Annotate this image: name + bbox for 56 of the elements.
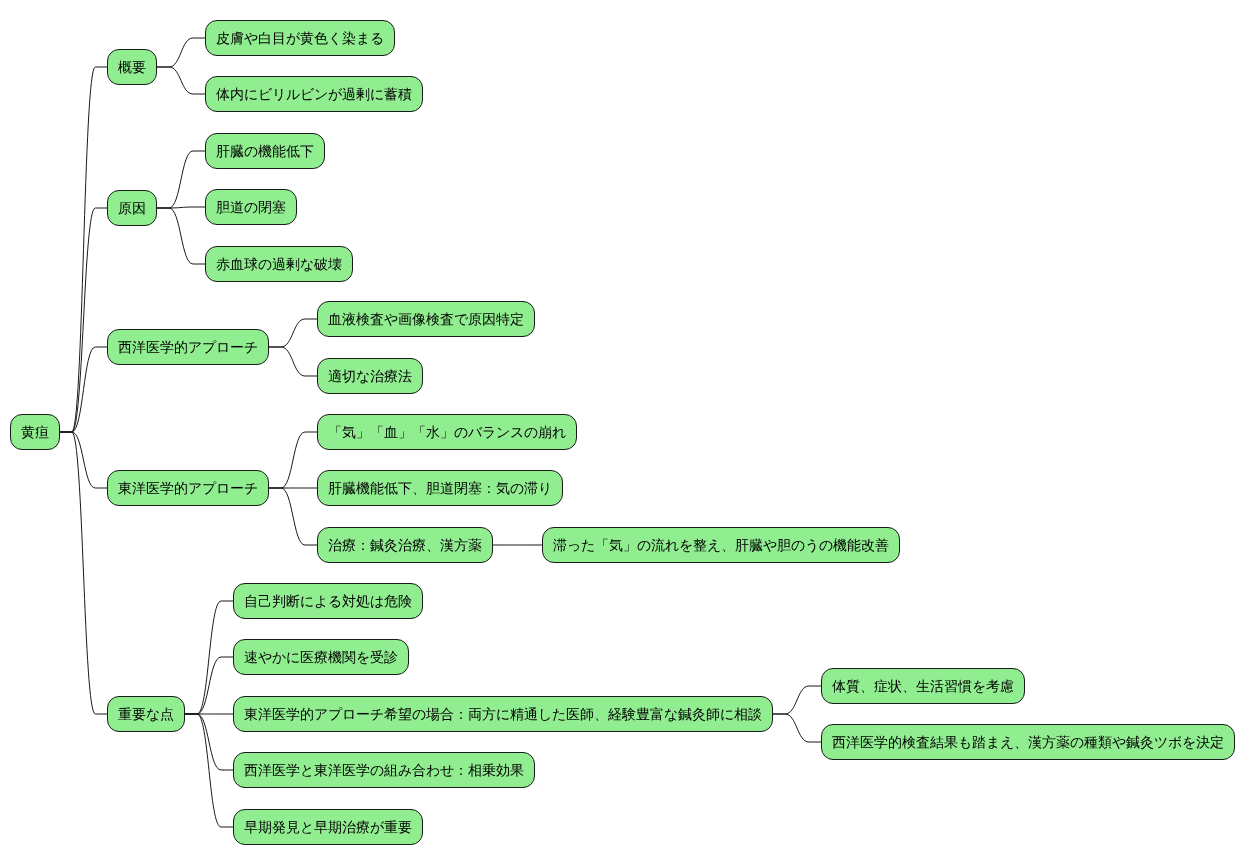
topic-text: 肝臓機能低下、胆道閉塞：気の滞り (328, 479, 552, 497)
topic-text: 東洋医学的アプローチ希望の場合：両方に精通した医師、経験豊富な鍼灸師に相談 (244, 705, 762, 723)
topic-box (205, 20, 395, 56)
topic-text: 早期発見と早期治療が重要 (244, 818, 412, 836)
topic-text: 赤血球の過剰な破壊 (216, 255, 342, 273)
topic-box (317, 414, 577, 450)
connector-line (156, 66, 206, 95)
topic-box (107, 696, 185, 732)
topic-text: 皮膚や白目が黄色く染まる (216, 29, 384, 47)
topic-box (821, 668, 1025, 704)
topic-text: 体質、症状、生活習慣を考慮 (832, 677, 1014, 695)
topic-text: 治療：鍼灸治療、漢方薬 (328, 536, 482, 554)
topic-box (821, 724, 1235, 760)
topic-text: 速やかに医療機関を受診 (244, 648, 398, 666)
topic-box (317, 301, 535, 337)
topic-box (233, 752, 535, 788)
topic-text: 重要な点 (118, 705, 174, 723)
topic-text: 黄疸 (21, 423, 49, 441)
topic-box (233, 809, 423, 845)
topic-box (107, 190, 157, 226)
topic-text: 原因 (118, 199, 146, 217)
topic-text: 血液検査や画像検査で原因特定 (328, 310, 524, 328)
topic-text: 胆道の閉塞 (216, 198, 286, 216)
topic-box (107, 470, 269, 506)
connector-line (772, 713, 822, 743)
topic-box (205, 76, 423, 112)
topic-box (317, 527, 493, 563)
topic-text: 東洋医学的アプローチ (118, 479, 258, 497)
topic-box (233, 583, 423, 619)
topic-text: 西洋医学的アプローチ (118, 338, 258, 356)
connector-line (492, 544, 543, 546)
topic-text: 適切な治療法 (328, 367, 412, 385)
topic-box (317, 358, 423, 394)
connector-line (59, 431, 108, 715)
topic-box (233, 639, 409, 675)
topic-box (205, 133, 325, 169)
topic-text: 西洋医学と東洋医学の組み合わせ：相乗効果 (244, 761, 524, 779)
topic-box (205, 189, 297, 225)
topic-box (107, 49, 157, 85)
topic-text: 概要 (118, 58, 146, 76)
topic-box (233, 696, 773, 732)
topic-box (317, 470, 563, 506)
connector-line (268, 346, 318, 377)
topic-text: 「気」「血」「水」のバランスの崩れ (328, 423, 566, 441)
connector-line (156, 207, 206, 265)
connector-line (268, 487, 318, 546)
topic-text: 体内にビリルビンが過剰に蓄積 (216, 85, 412, 103)
topic-box (205, 246, 353, 282)
topic-box (542, 527, 900, 563)
topic-text: 自己判断による対処は危険 (244, 592, 412, 610)
topic-text: 滞った「気」の流れを整え、肝臓や胆のうの機能改善 (553, 536, 889, 554)
topic-text: 肝臓の機能低下 (216, 142, 314, 160)
topic-box (107, 329, 269, 365)
topic-text: 西洋医学的検査結果も踏まえ、漢方薬の種類や鍼灸ツボを決定 (832, 733, 1224, 751)
topic-box (10, 414, 60, 450)
connector-line (184, 713, 234, 828)
